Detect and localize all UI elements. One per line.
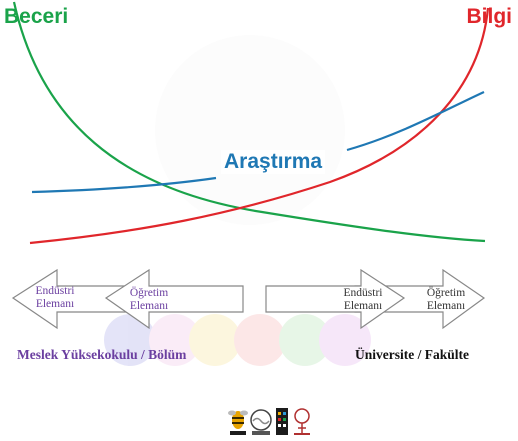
- university-label: Üniversite / Fakülte: [355, 347, 469, 362]
- arrow-text-line: Elemanı: [426, 300, 466, 312]
- right-arrow-ogretim-text: Öğretim Elemanı: [418, 287, 474, 313]
- left-arrow-ogretim: [104, 268, 244, 330]
- right-arrow-endustri: [265, 268, 406, 330]
- arrow-text-line: Elemanı: [35, 298, 75, 310]
- arrow-text-line: Endüstri: [343, 287, 383, 299]
- building-logo: [276, 408, 288, 435]
- myo-label: Meslek Yüksekokulu / Bölüm: [17, 347, 187, 362]
- background-circles: [104, 35, 371, 366]
- bee-logo: [228, 410, 248, 435]
- left-arrow-ogretim-text: Öğretim Elemanı: [120, 287, 178, 313]
- wave-logo: [250, 409, 272, 435]
- arrow-text-line: Öğretim: [129, 287, 169, 299]
- left-arrow-endustri-text: Endüstri Elemanı: [30, 285, 80, 311]
- arrow-text-line: Elemanı: [129, 300, 169, 312]
- arrow-text-line: Elemanı: [343, 300, 383, 312]
- right-arrow-endustri-text: Endüstri Elemanı: [334, 287, 392, 313]
- footer-logos: [228, 408, 310, 435]
- arastirma-curve-left: [31, 176, 217, 194]
- arrow-text-line: Öğretim: [426, 287, 466, 299]
- arastirma-label: Araştırma: [221, 150, 326, 174]
- arastirma-curve-right: [346, 91, 485, 152]
- beceri-label: Beceri: [4, 5, 69, 28]
- bilgi-curve: [29, 7, 490, 245]
- tree-logo: [294, 408, 310, 435]
- bilgi-label: Bilgi: [466, 5, 513, 28]
- arrow-text-line: Endüstri: [35, 285, 75, 297]
